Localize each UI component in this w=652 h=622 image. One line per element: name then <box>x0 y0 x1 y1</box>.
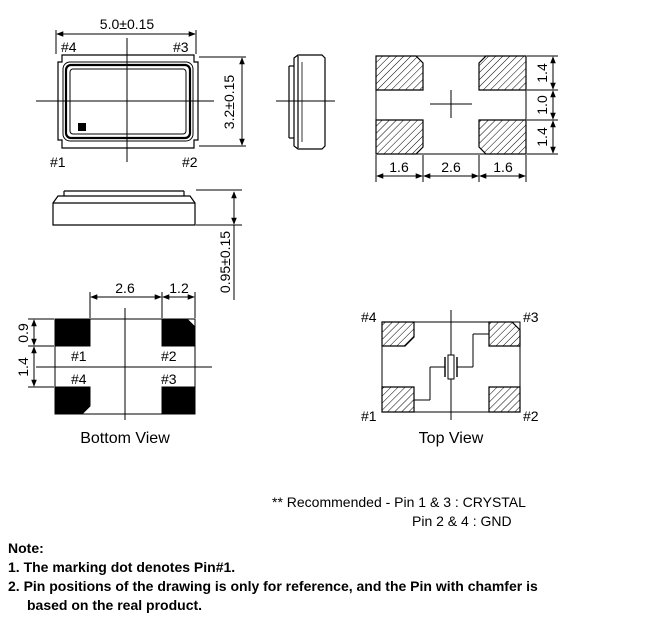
package-top-view <box>36 38 214 162</box>
length-label: 5.0±0.15 <box>100 16 155 32</box>
top-view <box>381 310 521 420</box>
note-2-line-2: based on the real product. <box>27 597 203 613</box>
topview-pin4-label: #4 <box>361 309 377 325</box>
note-1: 1. The marking dot denotes Pin#1. <box>8 559 236 575</box>
bottom-pin1-label: #1 <box>71 348 87 364</box>
bottom-view <box>36 308 212 420</box>
bottom-pin4-label: #4 <box>71 371 87 387</box>
land-pattern-vertical-dims <box>527 55 558 155</box>
topview-pin2-label: #2 <box>523 408 539 424</box>
top-view-caption: Top View <box>419 430 484 447</box>
bottom-view-caption: Bottom View <box>80 430 170 447</box>
top-pin2-label: #2 <box>182 154 198 170</box>
bottom-pin3-label: #3 <box>161 371 177 387</box>
bottom-pin2-label: #2 <box>161 348 177 364</box>
package-drawing: 5.0±0.15 #4 #3 #1 #2 3.2±0.15 0.95±0.15 <box>15 16 558 447</box>
land-dim-2-6: 2.6 <box>441 159 461 175</box>
topview-pin1-label: #1 <box>361 408 377 424</box>
pin1-marking-dot <box>78 123 86 131</box>
top-pin4-label: #4 <box>61 39 77 55</box>
bottom-dim-1-4: 1.4 <box>15 357 31 377</box>
bottom-dim-1-2: 1.2 <box>169 280 189 296</box>
topview-pin3-label: #3 <box>523 309 539 325</box>
land-dim-1-6-right: 1.6 <box>493 159 513 175</box>
bottom-view-dims <box>28 292 196 388</box>
notes-title: Note: <box>8 540 44 556</box>
recommended-line-gnd: Pin 2 & 4 : GND <box>412 513 512 529</box>
note-2-line-1: 2. Pin positions of the drawing is only … <box>8 578 538 594</box>
height-label: 0.95±0.15 <box>217 231 233 293</box>
land-dim-1-0: 1.0 <box>534 95 550 115</box>
notes-section: Note: 1. The marking dot denotes Pin#1. … <box>8 539 538 615</box>
top-pin3-label: #3 <box>173 39 189 55</box>
land-pattern-horizontal-dims <box>375 155 527 182</box>
side-view-horizontal <box>52 190 196 226</box>
height-dimension <box>196 189 242 300</box>
width-dimension <box>199 56 246 147</box>
bottom-dim-0-9: 0.9 <box>15 323 31 343</box>
land-dim-1-6-left: 1.6 <box>389 159 409 175</box>
land-pattern <box>375 55 527 155</box>
land-dim-1-4-top: 1.4 <box>534 63 550 83</box>
side-view-vertical <box>276 54 335 150</box>
width-label: 3.2±0.15 <box>221 75 237 130</box>
land-dim-1-4-bottom: 1.4 <box>534 127 550 147</box>
length-dimension <box>55 30 197 54</box>
bottom-dim-2-6: 2.6 <box>115 280 135 296</box>
top-pin1-label: #1 <box>50 154 66 170</box>
recommended-line-crystal: ** Recommended - Pin 1 & 3 : CRYSTAL <box>272 494 526 510</box>
